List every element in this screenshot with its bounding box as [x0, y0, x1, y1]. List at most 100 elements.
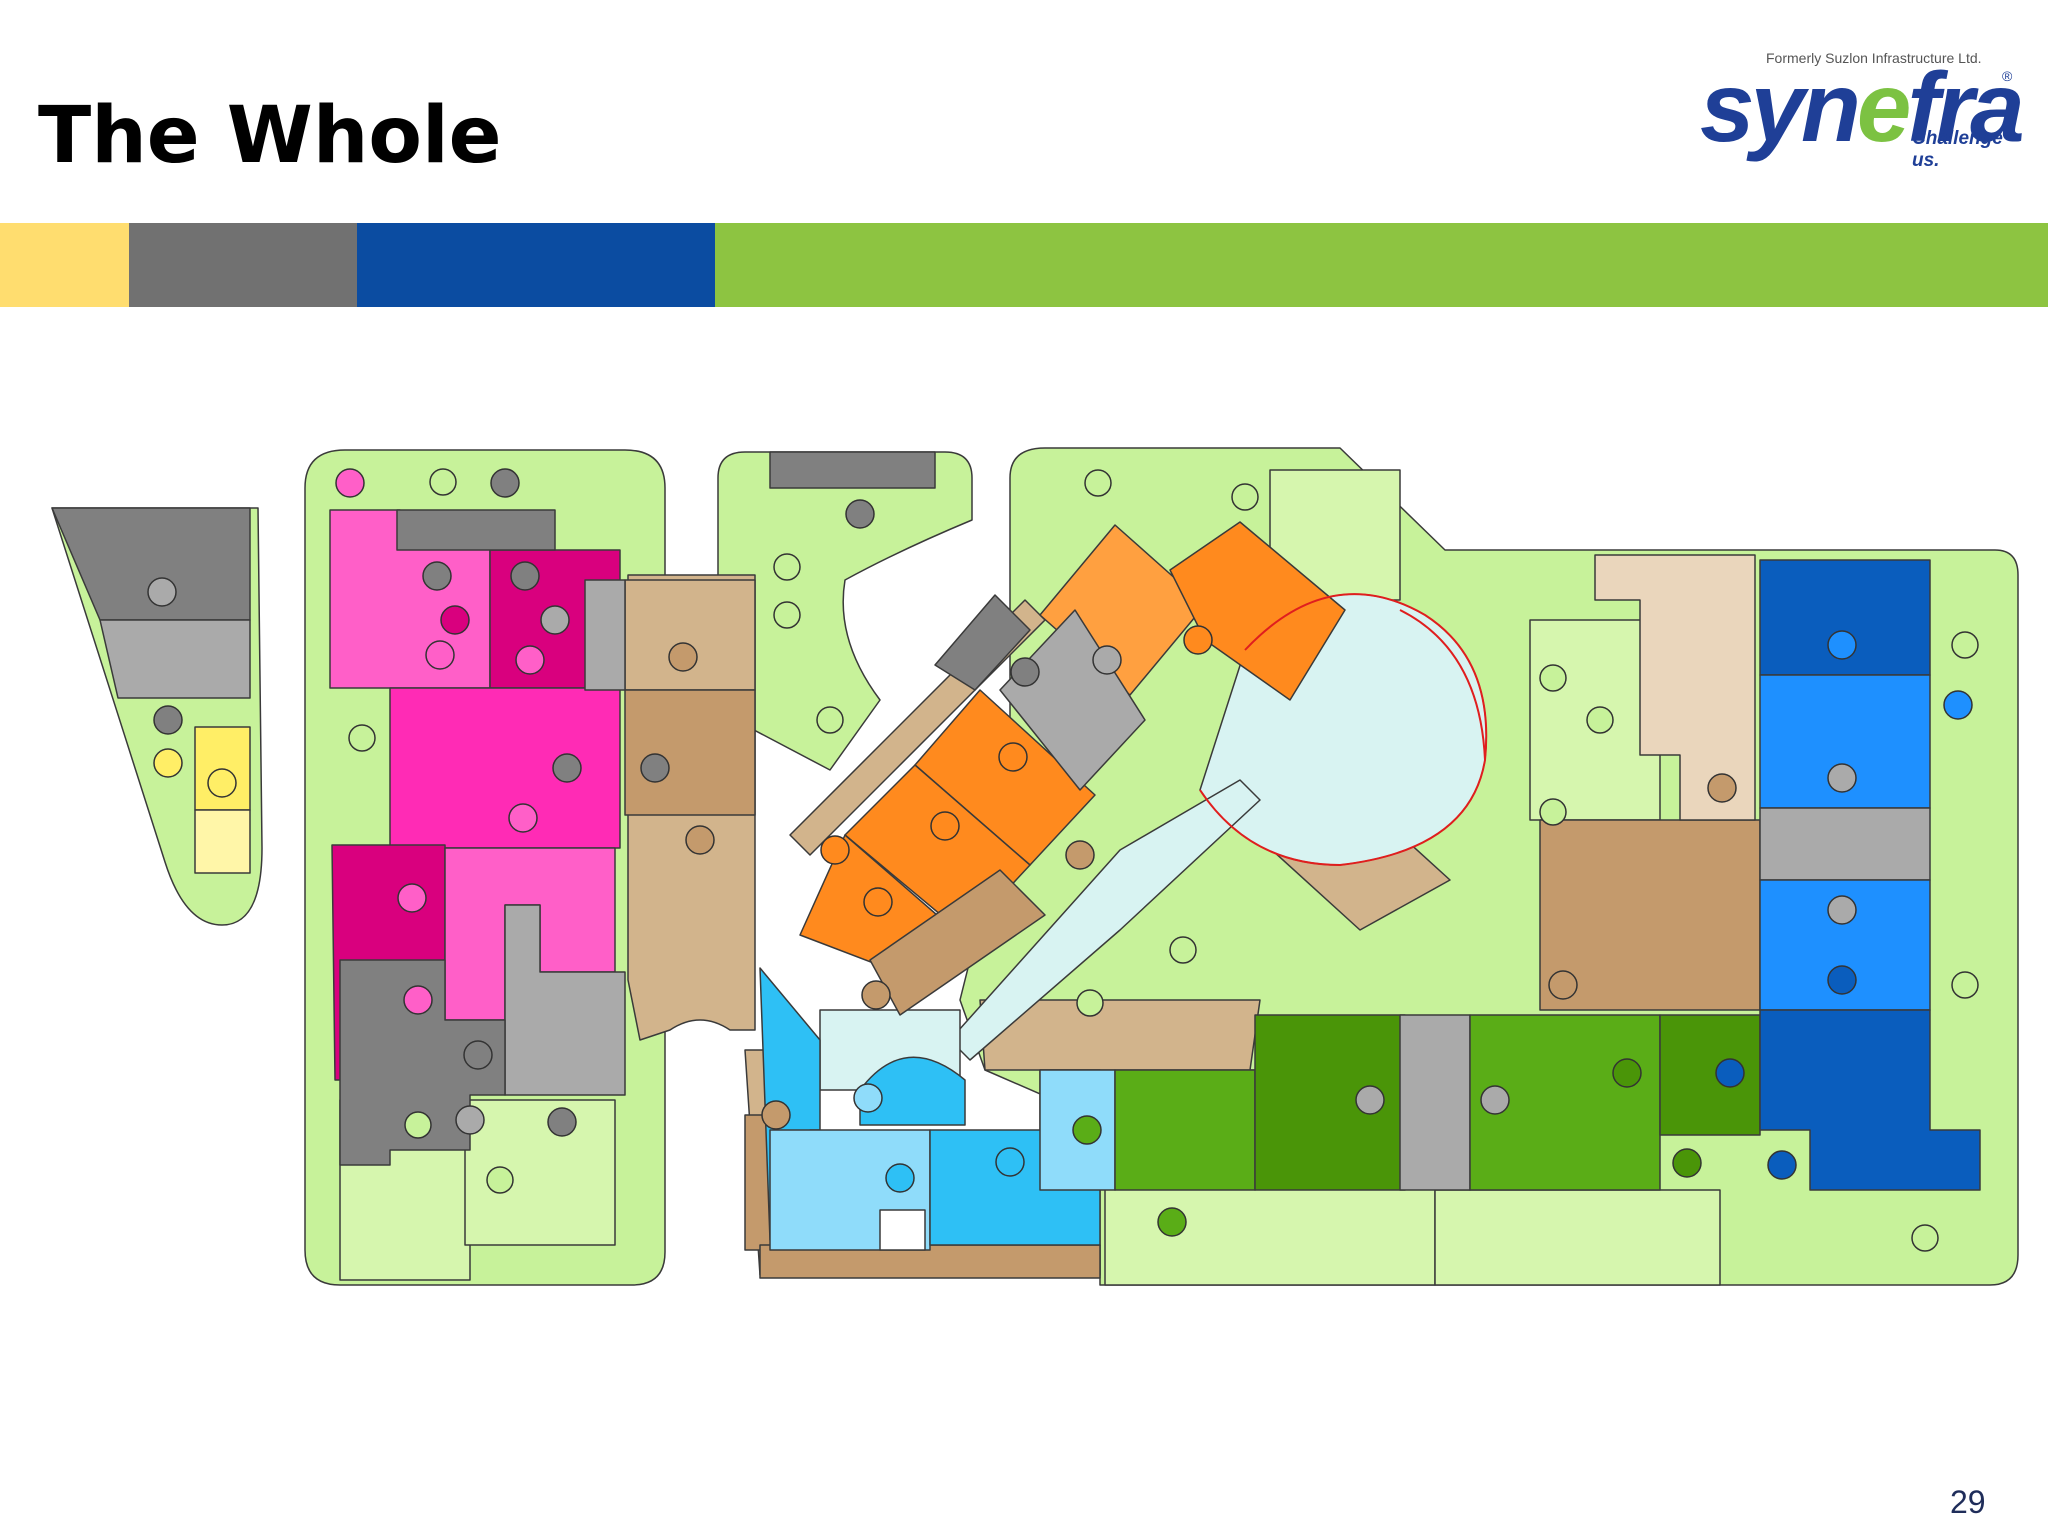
- logo-slogan: Challenge us.: [1912, 128, 2003, 171]
- knob-green-2: [1157, 1207, 1187, 1237]
- knob-pink-2: [425, 640, 455, 670]
- block-yellow-west-light: [194, 809, 251, 874]
- logo-word-e: e: [1856, 52, 1911, 162]
- knob-gray-9: [147, 577, 177, 607]
- knob-tan-5: [1548, 970, 1578, 1000]
- band-green: [715, 223, 2048, 307]
- knob-lawn-2: [348, 724, 376, 752]
- knob-gray-17: [1827, 895, 1857, 925]
- block-gray-west-lower: [99, 619, 251, 699]
- knob-green-3: [1612, 1058, 1642, 1088]
- block-green-1: [1114, 1069, 1256, 1191]
- walkway-east-north: [1594, 554, 1756, 821]
- knob-tan-7: [861, 980, 891, 1010]
- knob-gray-5: [552, 753, 582, 783]
- block-gray-blue-gap: [1759, 807, 1931, 881]
- knob-lawn-13: [1951, 631, 1979, 659]
- block-white-gap: [879, 1209, 926, 1251]
- knob-orange-3: [930, 811, 960, 841]
- knob-magenta-1: [440, 605, 470, 635]
- knob-gray-1: [490, 468, 520, 498]
- knob-orange-4: [820, 835, 850, 865]
- knob-blue-1: [1715, 1058, 1745, 1088]
- logo-word-fra: fra: [1907, 52, 2024, 162]
- knob-blue-4: [1943, 690, 1973, 720]
- block-green-dark-2: [1659, 1014, 1761, 1136]
- knob-orange-5: [863, 887, 893, 917]
- knob-lawn-4: [486, 1166, 514, 1194]
- knob-lawn-14: [1951, 971, 1979, 999]
- knob-pink-3: [515, 645, 545, 675]
- knob-tan-3: [1065, 840, 1095, 870]
- knob-gray-18: [455, 1105, 485, 1135]
- walkway-tan-block-2: [624, 689, 756, 816]
- block-gray-north-center: [769, 451, 936, 489]
- synefra-logo: Formerly Suzlon Infrastructure Ltd. syne…: [1690, 40, 2030, 230]
- band-gray: [129, 223, 357, 307]
- knob-lawn-1: [429, 468, 457, 496]
- knob-lawn-9: [1231, 483, 1259, 511]
- knob-orange-1: [1183, 625, 1213, 655]
- knob-gray-11: [845, 499, 875, 529]
- knob-lawn-16: [1169, 936, 1197, 964]
- knob-blue-5: [1827, 965, 1857, 995]
- knob-sky-1: [853, 1083, 883, 1113]
- lawn-south-right: [1434, 1189, 1721, 1286]
- knob-sky-3: [995, 1147, 1025, 1177]
- knob-yellow-1: [153, 748, 183, 778]
- knob-lawn-17: [1076, 989, 1104, 1017]
- knob-gray-15: [1480, 1085, 1510, 1115]
- knob-gray-4: [540, 605, 570, 635]
- page-number: 29: [1950, 1484, 1986, 1520]
- knob-gray-10: [153, 705, 183, 735]
- knob-yellow-2: [207, 768, 237, 798]
- knob-orange-2: [998, 742, 1028, 772]
- block-gray-diagonal-1: [999, 609, 1146, 791]
- knob-pink-6: [403, 985, 433, 1015]
- block-gray-small: [584, 579, 626, 691]
- knob-tan-1: [668, 642, 698, 672]
- band-yellow: [0, 223, 129, 307]
- logo-tagline: Formerly Suzlon Infrastructure Ltd.: [1766, 50, 1982, 66]
- knob-gray-16: [1827, 763, 1857, 793]
- knob-lawn-11: [1586, 706, 1614, 734]
- walkway-tan-block-1: [624, 579, 756, 691]
- knob-lawn-8: [1084, 469, 1112, 497]
- logo-registered-mark: ®: [2002, 68, 2013, 84]
- knob-gray-7: [463, 1040, 493, 1070]
- band-blue: [357, 223, 715, 307]
- block-blue-dark-2: [1759, 1009, 1981, 1191]
- knob-gray-6: [640, 753, 670, 783]
- knob-lawn-15: [1911, 1224, 1939, 1252]
- knob-sky-2: [885, 1163, 915, 1193]
- knob-lawn-12: [1539, 798, 1567, 826]
- knob-pink-5: [397, 883, 427, 913]
- logo-wordmark: synefra: [1700, 52, 2025, 162]
- knob-gray-2: [422, 561, 452, 591]
- knob-lawn-7: [816, 706, 844, 734]
- knob-green-1: [1072, 1115, 1102, 1145]
- block-sky-pool: [859, 1056, 966, 1126]
- knob-pink-1: [335, 468, 365, 498]
- knob-gray-12: [1010, 657, 1040, 687]
- knob-tan-6: [761, 1100, 791, 1130]
- block-gray-green-gap: [1399, 1014, 1471, 1191]
- knob-blue-3: [1827, 630, 1857, 660]
- knob-gray-8: [547, 1107, 577, 1137]
- block-pink-bright: [389, 687, 621, 849]
- knob-pink-4: [508, 803, 538, 833]
- knob-tan-2: [685, 825, 715, 855]
- knob-blue-2: [1767, 1150, 1797, 1180]
- logo-word-syn: syn: [1700, 52, 1861, 162]
- knob-gray-3: [510, 561, 540, 591]
- knob-gray-13: [1092, 645, 1122, 675]
- page-title: The Whole: [38, 91, 502, 181]
- lawn-southwest-inner: [464, 1099, 616, 1246]
- knob-green-4: [1672, 1148, 1702, 1178]
- knob-lawn-5: [773, 553, 801, 581]
- block-green-2: [1469, 1014, 1661, 1191]
- knob-lawn-10: [1539, 664, 1567, 692]
- knob-lawn-6: [773, 601, 801, 629]
- block-gray-diagonal-2: [934, 594, 1031, 691]
